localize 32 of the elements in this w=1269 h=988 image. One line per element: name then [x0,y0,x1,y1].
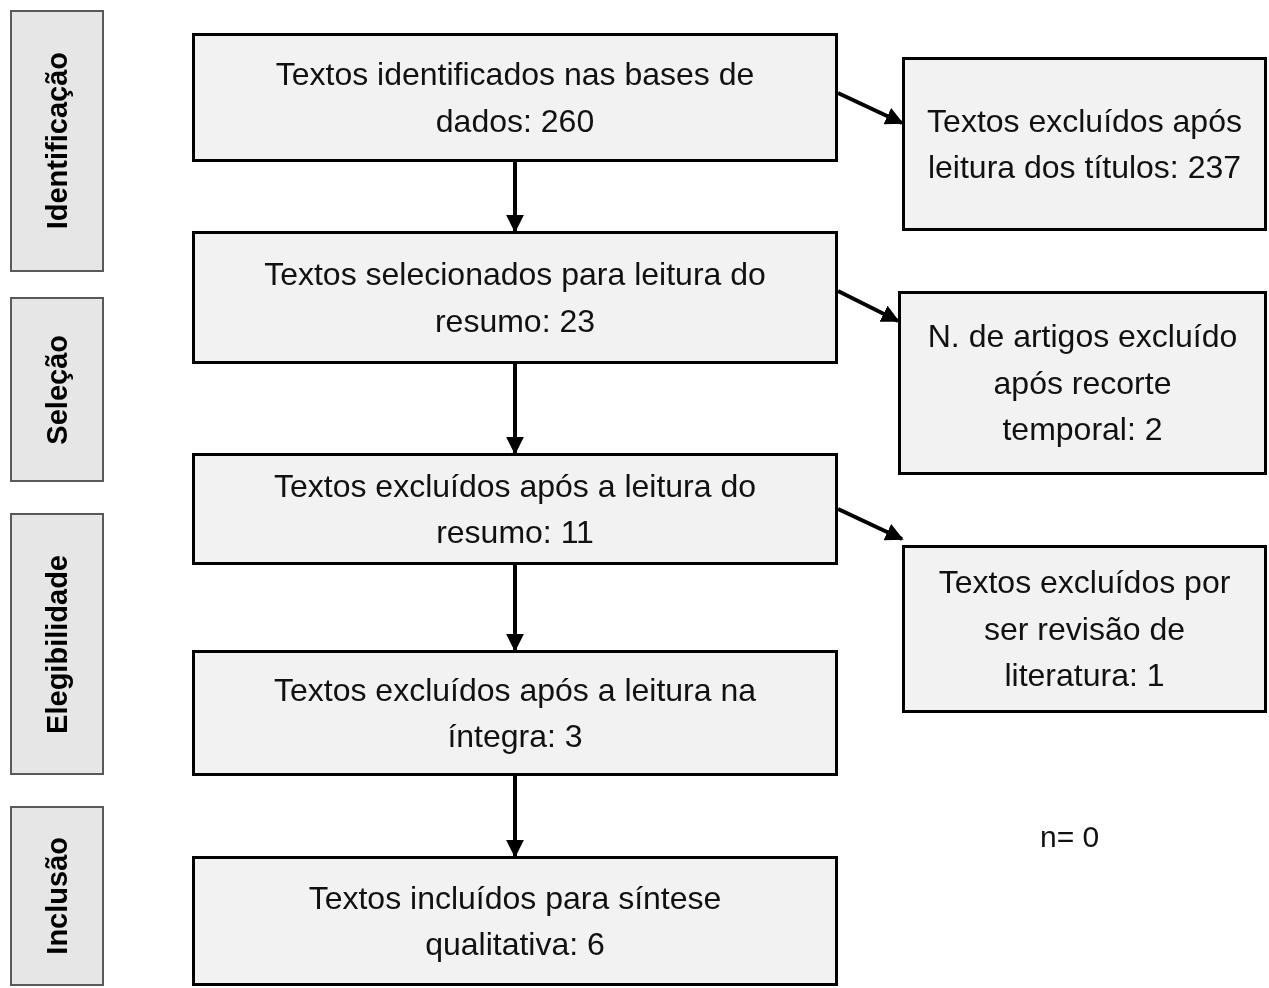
process-box [192,453,838,565]
process-box [192,33,838,162]
box-text: Textos identificados nas bases de dados: 260 [274,55,756,141]
arrow [506,162,524,233]
process-box [192,650,838,776]
process-box [898,291,1267,475]
box-text: Textos excluídos após leitura dos títulos: 237 [927,101,1242,187]
phase-label: Seleção [40,334,74,445]
phase-label: Identificação [40,52,74,230]
count-note: n= 0 [1040,820,1100,854]
arrow [837,91,904,125]
process-box [902,545,1267,713]
phase-band [10,806,104,986]
phase-band [10,297,104,482]
phase-label: Elegibilidade [40,554,74,734]
box-text: N. de artigos excluído após recorte temporal: 2 [926,317,1239,450]
box-text: Textos selecionados para leitura do resumo: 23 [263,255,767,341]
arrow [837,289,900,323]
arrow [506,364,524,455]
phase-label: Inclusão [40,837,74,955]
process-box [902,57,1267,231]
arrow [837,507,904,541]
arrow [506,565,524,652]
phase-band [10,10,104,272]
box-text: Textos incluídos para síntese qualitativa: 6 [307,878,723,964]
process-box [192,231,838,364]
process-box [192,856,838,986]
box-text: Textos excluídos após a leitura na íntegra: 3 [272,670,758,756]
box-text: Textos excluídos após a leitura do resumo: 11 [272,466,758,552]
phase-band [10,513,104,775]
box-text: Textos excluídos por ser revisão de literatura: 1 [937,563,1232,696]
arrow [506,776,524,858]
